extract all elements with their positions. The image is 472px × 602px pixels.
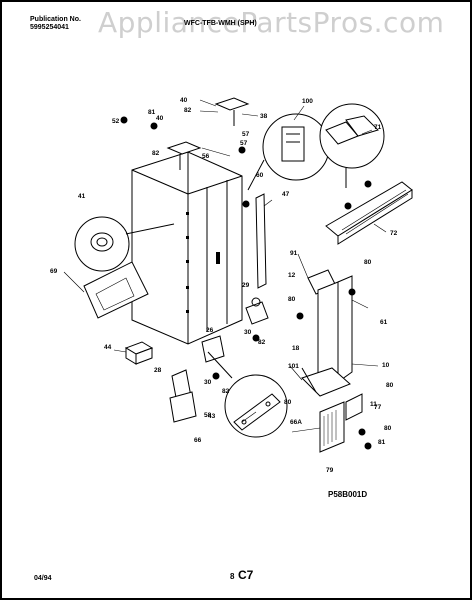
part-label: 10	[382, 362, 390, 369]
hinge-assembly	[301, 269, 363, 453]
part-label: 80	[284, 399, 292, 406]
caster-block	[124, 341, 154, 365]
page-number: 8	[230, 572, 235, 581]
part-label: 43	[208, 413, 216, 420]
part-label: 28	[154, 367, 162, 374]
part-label: 41	[78, 193, 86, 200]
part-label: 61	[380, 319, 388, 326]
publication-date: 04/94	[34, 575, 52, 582]
rear-panel	[83, 261, 149, 319]
part-label: 80	[288, 296, 296, 303]
part-label: 29	[242, 282, 250, 289]
stop-detail-circle	[207, 351, 288, 438]
screws	[120, 116, 372, 450]
part-label: 57	[240, 140, 248, 147]
publication-label: Publication No.	[30, 16, 81, 23]
vent-grille	[325, 181, 413, 245]
part-label: 60	[256, 172, 264, 179]
bottom-hinge	[201, 297, 269, 363]
part-label: 82	[152, 150, 160, 157]
part-label: 81	[148, 109, 156, 116]
part-label: 26	[206, 327, 214, 334]
part-label: 72	[390, 230, 398, 237]
part-label: 66	[194, 437, 202, 444]
part-label: 11	[370, 401, 377, 408]
part-label: 40	[180, 97, 188, 104]
bushing-circle	[74, 216, 175, 272]
cabinet	[131, 151, 243, 345]
part-label: 38	[260, 113, 268, 120]
part-label: 30	[204, 379, 212, 386]
part-label: 81	[378, 439, 386, 446]
part-label: 91	[290, 250, 298, 257]
leader-lines	[63, 99, 387, 433]
part-label: 82	[222, 388, 230, 395]
part-label: 77	[374, 404, 382, 411]
part-label: 12	[288, 272, 296, 279]
part-label: 80	[364, 259, 372, 266]
part-label: 101	[288, 363, 299, 370]
top-hinge	[166, 97, 250, 170]
part-label: 44	[104, 344, 112, 351]
part-label: 52	[112, 118, 120, 125]
light-shield-circle	[319, 103, 385, 188]
door-strip	[255, 193, 267, 289]
page-code: C7	[238, 568, 254, 582]
part-label: 47	[282, 191, 290, 198]
part-label: 56	[202, 153, 210, 160]
watermark: AppliancePartsPros.com	[98, 6, 445, 39]
part-label: 18	[292, 345, 300, 352]
part-label: 80	[386, 382, 394, 389]
part-label: 57	[242, 131, 250, 138]
part-label: 66A	[290, 419, 302, 426]
part-label: 82	[258, 339, 266, 346]
part-label: 69	[50, 268, 58, 275]
part-label: 82	[184, 107, 192, 114]
part-number-labels: 40 82 38 100 57 81 52 40 71 82 56 57 60 47 41 72 91 12 80 6…	[50, 97, 398, 474]
part-label: 79	[326, 467, 334, 474]
part-label: 71	[374, 124, 382, 131]
publication-number: 5995254041	[30, 24, 69, 31]
leveler-bracket	[169, 369, 197, 423]
diagram-code: P58B001D	[328, 490, 368, 499]
part-label: 80	[384, 425, 392, 432]
part-label: 58	[204, 412, 212, 419]
part-label: 100	[302, 98, 313, 105]
model-title: WFC-TFB-WMH (SPH)	[184, 20, 257, 27]
part-label: 30	[244, 329, 252, 336]
part-label: 40	[156, 115, 164, 122]
